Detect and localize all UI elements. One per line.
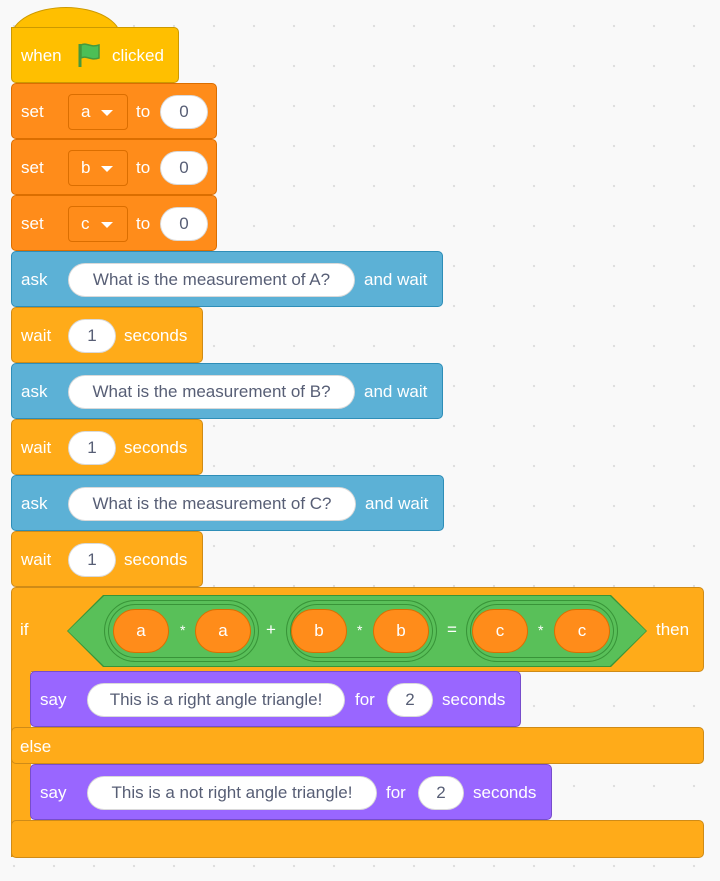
ask-block-c[interactable]: ask What is the measurement of C? and wa… (11, 475, 444, 531)
wait-block[interactable]: wait 1 seconds (11, 307, 203, 363)
message-input[interactable]: This is a right angle triangle! (87, 683, 345, 717)
multiply-operator-c[interactable] (466, 600, 618, 662)
variable-dropdown[interactable]: c (68, 206, 128, 242)
clicked-label: clicked (112, 46, 164, 65)
when-label: when (21, 46, 62, 65)
variable-name: b (81, 158, 91, 177)
question-input[interactable]: What is the measurement of A? (68, 263, 355, 297)
seconds-label: seconds (124, 438, 188, 457)
variable-dropdown[interactable]: a (68, 94, 128, 130)
variable-reporter-c[interactable]: c (554, 609, 610, 653)
seconds-input[interactable]: 1 (68, 543, 116, 577)
set-variable-block-b[interactable]: set b to 0 (11, 139, 217, 195)
to-label: to (136, 102, 151, 121)
dropdown-arrow-icon (101, 222, 113, 228)
else-bar (11, 727, 704, 764)
variable-reporter-a[interactable]: a (195, 609, 251, 653)
and-wait-label: and wait (365, 494, 429, 513)
question-input[interactable]: What is the measurement of C? (68, 487, 356, 521)
seconds-input[interactable]: 2 (418, 776, 464, 810)
if-label: if (20, 620, 29, 639)
seconds-label: seconds (124, 550, 188, 569)
variable-dropdown[interactable]: b (68, 150, 128, 186)
green-flag-icon (78, 43, 100, 67)
variable-reporter-a[interactable]: a (113, 609, 169, 653)
wait-block[interactable]: wait 1 seconds (11, 419, 203, 475)
seconds-input[interactable]: 1 (68, 431, 116, 465)
seconds-input[interactable]: 2 (387, 683, 433, 717)
variable-reporter-b[interactable]: b (291, 609, 347, 653)
else-label: else (20, 737, 52, 756)
set-variable-block-c[interactable]: set c to 0 (11, 195, 217, 251)
seconds-label: seconds (473, 783, 537, 802)
message-input[interactable]: This is a not right angle triangle! (87, 776, 377, 810)
multiply-operator-a[interactable] (104, 600, 259, 662)
ask-label: ask (21, 494, 48, 513)
dropdown-arrow-icon (101, 110, 113, 116)
ask-label: ask (21, 382, 48, 401)
plus-sign: + (266, 620, 276, 639)
for-label: for (386, 783, 406, 802)
seconds-label: seconds (124, 326, 188, 345)
if-else-block[interactable]: if then else a * a + b * b = c * c say T… (11, 587, 704, 858)
variable-reporter-c[interactable]: c (472, 609, 528, 653)
set-variable-block-a[interactable]: set a to 0 (11, 83, 217, 139)
wait-label: wait (21, 438, 52, 457)
multiply-sign: * (357, 622, 363, 638)
and-wait-label: and wait (364, 382, 428, 401)
equals-sign: = (447, 620, 457, 639)
set-label: set (21, 158, 44, 177)
variable-reporter-b[interactable]: b (373, 609, 429, 653)
wait-block[interactable]: wait 1 seconds (11, 531, 203, 587)
wait-label: wait (21, 550, 52, 569)
say-label: say (40, 690, 67, 709)
when-flag-clicked-block[interactable]: when clicked (11, 27, 179, 83)
multiply-sign: * (180, 622, 186, 638)
value-input[interactable]: 0 (160, 151, 208, 185)
question-input[interactable]: What is the measurement of B? (68, 375, 355, 409)
to-label: to (136, 214, 151, 233)
say-for-seconds-block[interactable]: say This is a not right angle triangle! … (30, 764, 552, 820)
value-input[interactable]: 0 (160, 207, 208, 241)
to-label: to (136, 158, 151, 177)
seconds-label: seconds (442, 690, 506, 709)
variable-name: c (81, 214, 90, 233)
set-label: set (21, 214, 44, 233)
ask-block-a[interactable]: ask What is the measurement of A? and wa… (11, 251, 443, 307)
then-label: then (656, 620, 690, 639)
set-label: set (21, 102, 44, 121)
multiply-sign: * (538, 622, 544, 638)
wait-label: wait (21, 326, 52, 345)
ask-label: ask (21, 270, 48, 289)
for-label: for (355, 690, 375, 709)
if-footer (11, 820, 704, 858)
dropdown-arrow-icon (101, 166, 113, 172)
and-wait-label: and wait (364, 270, 428, 289)
value-input[interactable]: 0 (160, 95, 208, 129)
variable-name: a (81, 102, 91, 121)
ask-block-b[interactable]: ask What is the measurement of B? and wa… (11, 363, 443, 419)
say-label: say (40, 783, 67, 802)
multiply-operator-b[interactable] (286, 600, 437, 662)
say-for-seconds-block[interactable]: say This is a right angle triangle! for … (30, 671, 521, 727)
seconds-input[interactable]: 1 (68, 319, 116, 353)
